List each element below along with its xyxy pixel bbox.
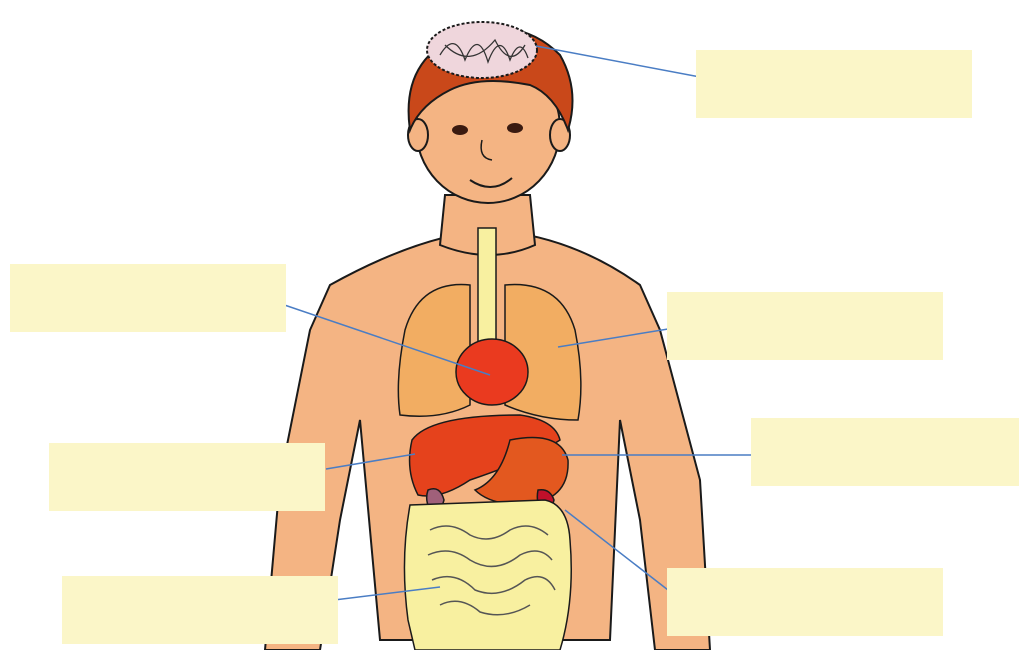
right-eye: [507, 123, 523, 133]
label-box-kidney[interactable]: [667, 568, 943, 636]
label-box-heart[interactable]: [10, 264, 286, 332]
label-box-stomach[interactable]: [751, 418, 1019, 486]
left-eye: [452, 125, 468, 135]
label-box-lungs[interactable]: [667, 292, 943, 360]
brain-organ: [427, 22, 537, 78]
intestines-organ: [404, 500, 571, 650]
heart-organ: [456, 339, 528, 405]
label-box-liver[interactable]: [49, 443, 325, 511]
label-box-intestines[interactable]: [62, 576, 338, 644]
label-box-brain[interactable]: [696, 50, 972, 118]
